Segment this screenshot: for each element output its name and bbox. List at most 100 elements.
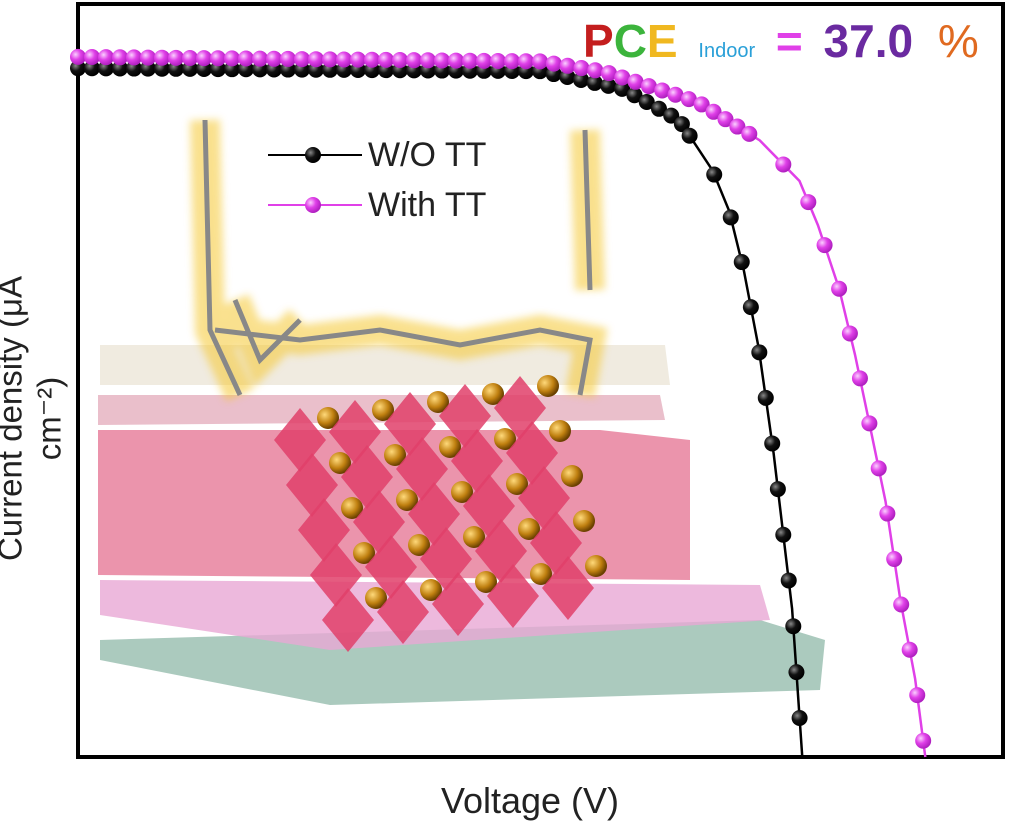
- cation-atom: [537, 375, 559, 397]
- data-point: [586, 74, 603, 91]
- data-point: [667, 86, 684, 103]
- data-point: [742, 299, 759, 316]
- data-point: [627, 73, 644, 90]
- data-point: [195, 50, 212, 67]
- data-point: [717, 111, 734, 128]
- molecule: [190, 119, 608, 402]
- pce-percent: %: [937, 15, 979, 67]
- data-point: [237, 50, 254, 67]
- octahedron: [377, 580, 429, 644]
- data-point: [391, 52, 408, 69]
- data-point: [419, 52, 436, 69]
- data-point: [335, 51, 352, 68]
- cation-atom: [372, 399, 394, 421]
- data-point: [405, 52, 422, 69]
- data-point: [279, 50, 296, 67]
- data-point: [97, 49, 114, 66]
- data-point: [626, 87, 643, 104]
- device-illustration: [98, 119, 825, 705]
- data-point: [788, 664, 805, 681]
- data-point: [503, 53, 520, 70]
- x-axis-label: Voltage (V): [440, 780, 620, 821]
- data-point: [433, 52, 450, 69]
- octahedron: [432, 572, 484, 636]
- data-point: [901, 641, 918, 658]
- data-point: [751, 344, 768, 361]
- data-point: [70, 48, 86, 65]
- pce-subscript: Indoor: [698, 40, 756, 62]
- data-point: [573, 71, 590, 88]
- data-point: [680, 91, 697, 108]
- cation-atom: [518, 518, 540, 540]
- cation-atom: [561, 465, 583, 487]
- octahedron: [487, 564, 539, 628]
- data-point: [706, 166, 723, 183]
- octahedron: [542, 556, 594, 620]
- data-point: [886, 551, 903, 568]
- cation-atom: [365, 587, 387, 609]
- cation-atom: [396, 489, 418, 511]
- data-point: [573, 60, 590, 77]
- data-point: [265, 50, 282, 67]
- perovskite-crystal: [274, 375, 607, 652]
- data-point: [475, 52, 492, 69]
- data-point: [447, 52, 464, 69]
- data-point: [893, 596, 910, 613]
- octahedron: [322, 588, 374, 652]
- cation-atom: [463, 526, 485, 548]
- data-point: [909, 687, 926, 704]
- data-point: [97, 60, 114, 77]
- cation-atom: [353, 542, 375, 564]
- cation-atom: [585, 555, 607, 577]
- data-point: [461, 52, 478, 69]
- data-point: [517, 53, 534, 70]
- pce-letter-c: C: [613, 15, 647, 67]
- data-point: [757, 389, 774, 406]
- data-point: [111, 60, 128, 77]
- data-point: [349, 51, 366, 68]
- cation-atom: [451, 481, 473, 503]
- cation-atom: [317, 407, 339, 429]
- data-point: [638, 93, 655, 110]
- data-point: [870, 460, 887, 477]
- cation-atom: [384, 444, 406, 466]
- data-point: [775, 156, 792, 173]
- pce-annotation: PCE Indoor = 37.0 %: [583, 14, 979, 68]
- electrode-layer: [100, 580, 770, 650]
- legend-marker-with-tt: [305, 197, 321, 213]
- data-point: [559, 57, 576, 74]
- data-point: [531, 53, 548, 70]
- data-point: [764, 435, 781, 452]
- pce-letter-e: E: [646, 15, 678, 67]
- y-axis-label: Current density (μA cm⁻²): [0, 276, 68, 561]
- cation-atom: [530, 563, 552, 585]
- cation-atom: [482, 383, 504, 405]
- data-point: [780, 572, 797, 589]
- data-point: [831, 280, 848, 297]
- cation-atom: [573, 510, 595, 532]
- pce-equals: =: [775, 15, 803, 67]
- data-point: [83, 49, 100, 66]
- data-point: [681, 127, 698, 144]
- cation-atom: [439, 436, 461, 458]
- data-point: [705, 103, 722, 120]
- data-point: [587, 62, 604, 79]
- data-point: [600, 65, 617, 82]
- data-point: [545, 55, 562, 72]
- data-point: [181, 49, 198, 66]
- data-point: [861, 415, 878, 432]
- data-point: [785, 618, 802, 635]
- data-point: [841, 325, 858, 342]
- cation-atom: [427, 391, 449, 413]
- data-point: [153, 49, 170, 66]
- data-point: [879, 505, 896, 522]
- cation-atom: [408, 534, 430, 556]
- legend-label-with-tt: With TT: [368, 186, 487, 224]
- data-point: [125, 60, 142, 77]
- data-point: [769, 481, 786, 498]
- data-point: [209, 50, 226, 67]
- data-point: [722, 209, 739, 226]
- legend-marker-wo-tt: [305, 147, 321, 163]
- cation-atom: [506, 473, 528, 495]
